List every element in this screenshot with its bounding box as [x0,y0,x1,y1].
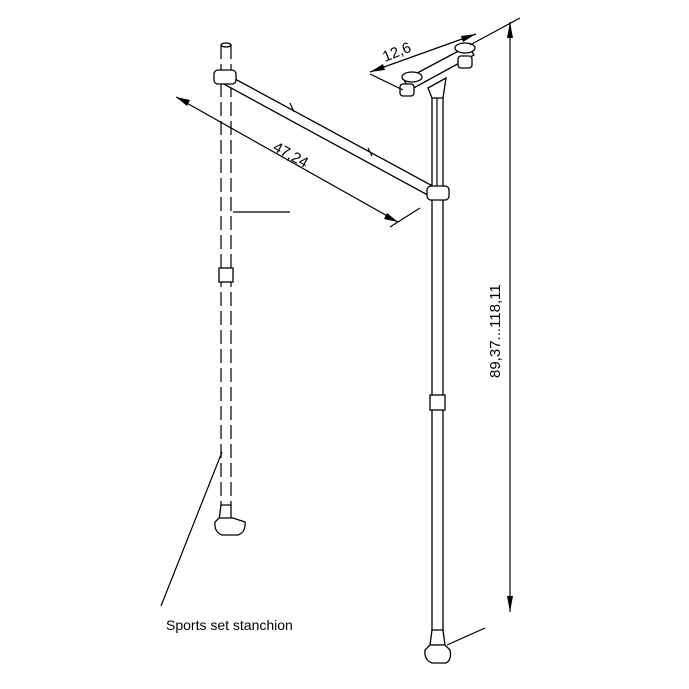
handle-width-dimension: 12,6 [380,39,413,66]
t-handle [399,42,476,99]
height-range-dimension: 89,37...118,11 [487,284,504,378]
left-stanchion [214,42,246,536]
stanchion-label: Sports set stanchion [166,617,293,633]
dimension-lines [160,17,521,646]
crossbar [213,69,450,201]
right-stanchion [424,87,452,664]
crossbar-length-dimension: 47,24 [270,139,311,172]
